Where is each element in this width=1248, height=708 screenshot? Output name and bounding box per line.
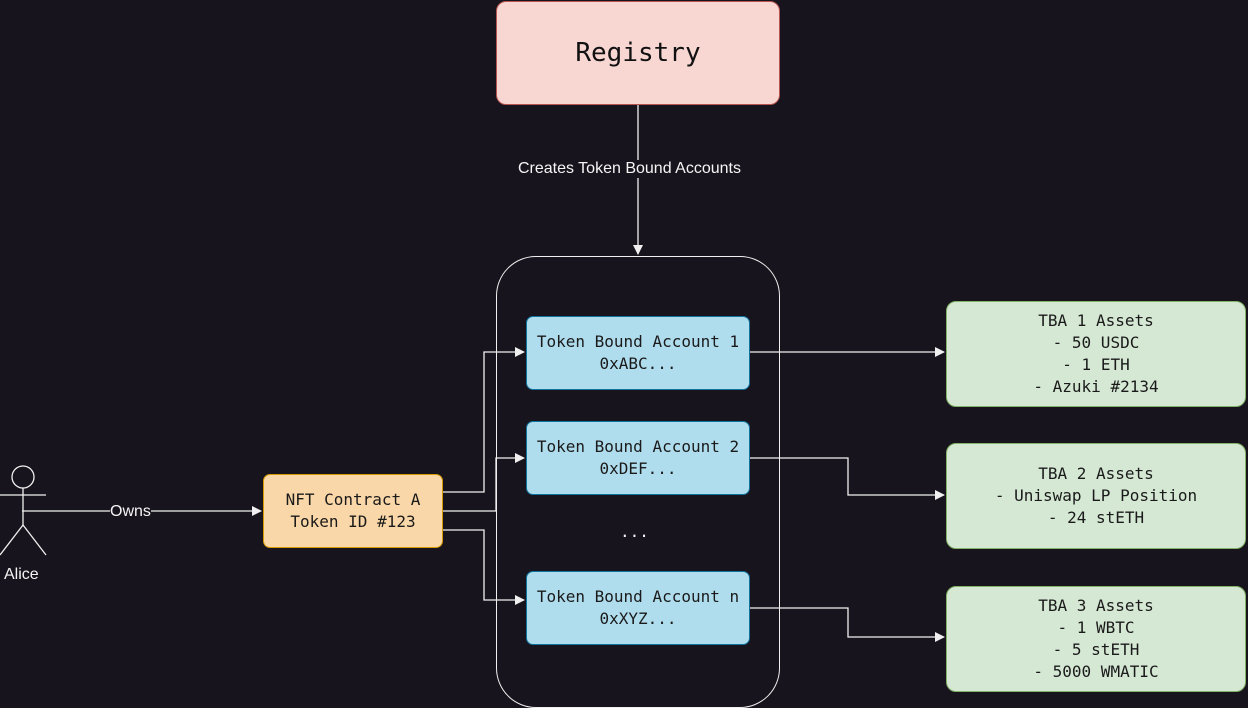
registry-label: Registry <box>575 38 701 68</box>
tba2-to-assets-arrow <box>750 457 945 500</box>
nft-node: NFT Contract A Token ID #123 <box>263 474 443 548</box>
user-actor-icon <box>0 465 47 556</box>
registry-node: Registry <box>496 1 780 105</box>
tban-to-assets-arrow <box>750 607 945 642</box>
asset-item: - 5 stETH <box>1052 640 1140 659</box>
tba-1-assets-node: TBA 1 Assets - 50 USDC - 1 ETH - Azuki #… <box>946 301 1246 407</box>
token-bound-account-n: Token Bound Account n 0xXYZ... <box>526 571 750 645</box>
asset-item: - 1 WBTC <box>1057 618 1135 637</box>
asset-item: - 5000 WMATIC <box>1033 662 1159 681</box>
owns-label: Owns <box>110 503 151 521</box>
assets-title: TBA 3 Assets <box>1038 596 1154 615</box>
account-address: 0xABC... <box>599 354 677 373</box>
assets-title: TBA 1 Assets <box>1038 311 1154 330</box>
nft-token-id-label: Token ID #123 <box>290 512 416 531</box>
account-address: 0xDEF... <box>599 459 677 478</box>
more-accounts-ellipsis: ... <box>620 522 649 541</box>
nft-to-tban-arrow <box>443 529 525 605</box>
asset-item: - 1 ETH <box>1062 355 1130 374</box>
actor-name: Alice <box>4 566 39 583</box>
tba-3-assets-node: TBA 3 Assets - 1 WBTC - 5 stETH - 5000 W… <box>946 586 1246 692</box>
tba-2-assets-node: TBA 2 Assets - Uniswap LP Position - 24 … <box>946 443 1246 549</box>
asset-item: - Azuki #2134 <box>1033 377 1159 396</box>
account-address: 0xXYZ... <box>599 609 677 628</box>
account-name: Token Bound Account 2 <box>536 437 740 456</box>
asset-item: - 50 USDC <box>1052 333 1140 352</box>
asset-item: - Uniswap LP Position <box>994 486 1198 505</box>
asset-item: - 24 stETH <box>1047 508 1145 527</box>
nft-contract-label: NFT Contract A <box>285 490 421 509</box>
token-bound-account-1: Token Bound Account 1 0xABC... <box>526 316 750 390</box>
account-name: Token Bound Account 1 <box>536 332 740 351</box>
creates-accounts-label: Creates Token Bound Accounts <box>518 160 741 178</box>
token-bound-account-2: Token Bound Account 2 0xDEF... <box>526 421 750 495</box>
nft-to-tba1-arrow <box>443 347 525 493</box>
account-name: Token Bound Account n <box>536 587 740 606</box>
assets-title: TBA 2 Assets <box>1038 464 1154 483</box>
